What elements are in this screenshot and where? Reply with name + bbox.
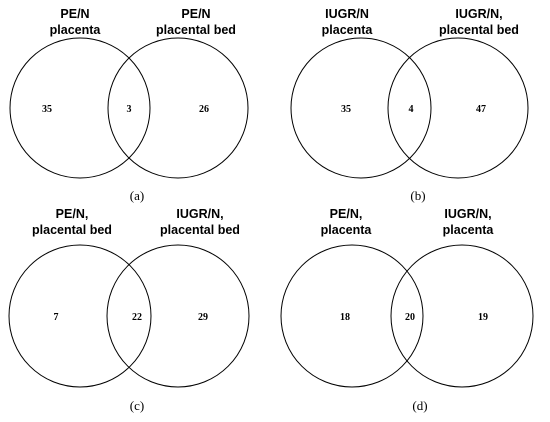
panel-d-left-label-line1: PE/N,	[330, 207, 363, 221]
panel-c-left-only-count: 7	[54, 312, 59, 323]
panel-c-right-label-line2: placental bed	[160, 223, 240, 237]
panel-d-overlap-count: 20	[405, 312, 415, 323]
panel-d-right-set-circle	[390, 244, 534, 388]
panel-c-left-label-line2: placental bed	[32, 223, 112, 237]
panel-d-right-label-line1: IUGR/N,	[444, 207, 491, 221]
panel-d-right-only-count: 19	[478, 312, 488, 323]
panel-a-right-set-circle	[107, 37, 249, 179]
panel-a-overlap-count: 3	[127, 104, 132, 115]
panel-c-left-set-circle	[8, 244, 152, 388]
panel-b-left-label-line2: placenta	[322, 23, 374, 37]
panel-d-left-only-count: 18	[340, 312, 350, 323]
venn-panel-c: PE/N, placental bed IUGR/N, placental be…	[8, 207, 250, 413]
venn-panel-d: PE/N, placenta IUGR/N, placenta 18 20 19…	[280, 207, 534, 413]
panel-b-right-label-line1: IUGR/N,	[455, 7, 502, 21]
panel-c-caption: (c)	[130, 398, 144, 413]
panel-c-right-only-count: 29	[198, 312, 208, 323]
venn-panel-b: IUGR/N placenta IUGR/N, placental bed 35…	[290, 7, 529, 203]
panel-a-caption: (a)	[130, 188, 144, 203]
panel-a-right-only-count: 26	[199, 104, 209, 115]
panel-c-left-label-line1: PE/N,	[56, 207, 89, 221]
panel-a-right-label-line2: placental bed	[156, 23, 236, 37]
panel-b-right-label-line2: placental bed	[439, 23, 519, 37]
panel-b-caption: (b)	[410, 188, 425, 203]
panel-b-left-label-line1: IUGR/N	[325, 7, 369, 21]
panel-d-right-label-line2: placenta	[443, 223, 495, 237]
panel-d-left-set-circle	[280, 244, 424, 388]
panel-a-left-only-count: 35	[42, 104, 52, 115]
panel-c-right-set-circle	[106, 244, 250, 388]
panel-a-left-label-line1: PE/N	[60, 7, 89, 21]
panel-a-left-set-circle	[9, 37, 151, 179]
panel-a-left-label-line2: placenta	[50, 23, 102, 37]
panel-a-right-label-line1: PE/N	[181, 7, 210, 21]
venn-panel-a: PE/N placenta PE/N placental bed 35 3 26…	[9, 7, 249, 203]
panel-d-left-label-line2: placenta	[321, 223, 373, 237]
panel-b-overlap-count: 4	[409, 104, 414, 115]
panel-b-right-only-count: 47	[476, 104, 486, 115]
panel-d-caption: (d)	[412, 398, 427, 413]
panel-c-overlap-count: 22	[132, 312, 142, 323]
panel-b-right-set-circle	[387, 37, 529, 179]
panel-b-left-set-circle	[290, 37, 432, 179]
panel-b-left-only-count: 35	[341, 104, 351, 115]
panel-c-right-label-line1: IUGR/N,	[176, 207, 223, 221]
